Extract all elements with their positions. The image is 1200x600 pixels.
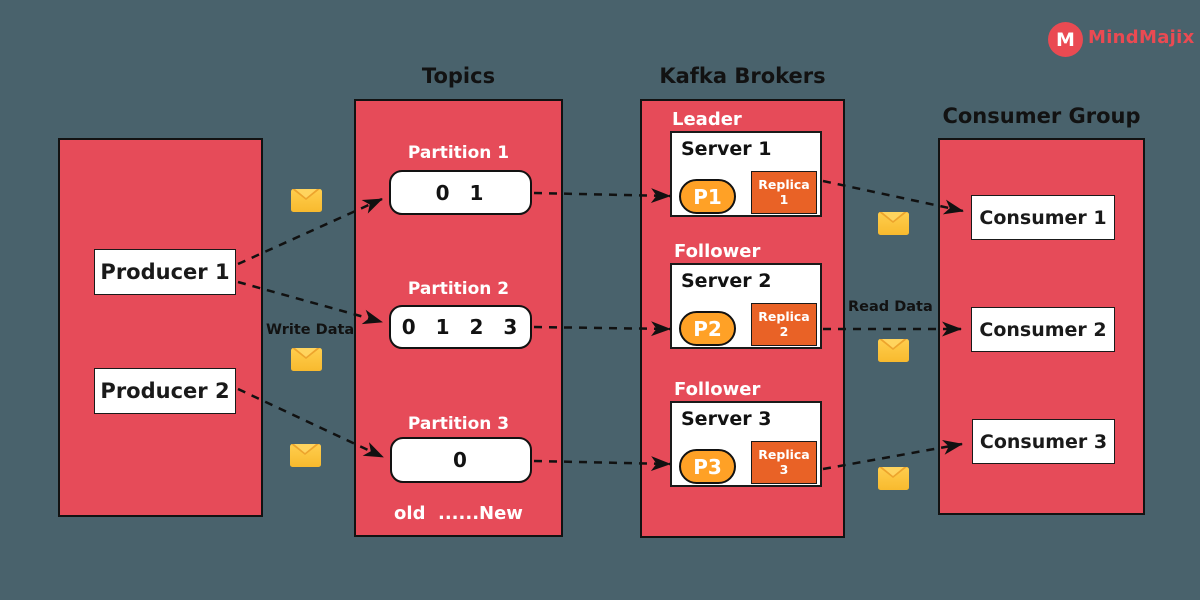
- consumer-1-node: Consumer 1: [971, 195, 1115, 240]
- server-3-partition-label: P3: [693, 454, 722, 479]
- consumer-2-label: Consumer 2: [979, 318, 1107, 341]
- brokers-title: Kafka Brokers: [659, 64, 826, 88]
- consumer-group-title: Consumer Group: [942, 104, 1141, 128]
- partition-3-label: Partition 3: [407, 414, 510, 434]
- consumer-1-label: Consumer 1: [979, 206, 1107, 229]
- partition-1-label: Partition 1: [407, 143, 510, 163]
- server-2-partition-label: P2: [693, 316, 722, 341]
- server-2-replica: Replica 2: [751, 303, 817, 346]
- producers-box: Producer 1 Producer 2: [58, 138, 263, 517]
- server-3-replica-word: Replica: [758, 447, 810, 463]
- message-envelope-icon: [878, 212, 909, 235]
- server-2-role-label: Follower: [674, 241, 761, 262]
- mindmajix-logo-icon: M: [1048, 22, 1083, 57]
- server-3-partition-pill: P3: [679, 449, 736, 484]
- producer-1-label: Producer 1: [100, 260, 230, 284]
- producer-1-node: Producer 1: [94, 249, 236, 295]
- write-data-label: Write Data: [266, 322, 355, 338]
- server-3-replica-num: 3: [779, 461, 789, 477]
- server-2-replica-num: 2: [779, 323, 789, 339]
- producer-2-node: Producer 2: [94, 368, 236, 414]
- server-1-replica-num: 1: [779, 191, 789, 207]
- consumer-2-node: Consumer 2: [971, 307, 1115, 352]
- message-envelope-icon: [291, 189, 322, 212]
- server-2-partition-pill: P2: [679, 311, 736, 346]
- producer-2-label: Producer 2: [100, 379, 230, 403]
- server-1-replica: Replica 1: [751, 171, 817, 214]
- server-3-name: Server 3: [681, 408, 772, 430]
- server-1-replica-word: Replica: [758, 177, 810, 193]
- server-1-role-label: Leader: [672, 109, 742, 130]
- brand-name: MindMajix: [1088, 27, 1195, 48]
- consumer-group-box: Consumer 1 Consumer 2 Consumer 3: [938, 138, 1145, 515]
- partition-1-offsets-text: 0 1: [435, 180, 486, 205]
- message-envelope-icon: [291, 348, 322, 371]
- topics-title: Topics: [421, 64, 496, 88]
- partition-3-offsets: 0: [390, 437, 532, 483]
- partition-2-label: Partition 2: [407, 279, 510, 299]
- server-1-partition-label: P1: [693, 184, 722, 209]
- partition-3-offsets-text: 0: [453, 448, 469, 472]
- brokers-box: Leader Server 1 P1 Replica 1 Follower Se…: [640, 99, 845, 538]
- server-2-replica-word: Replica: [758, 309, 810, 325]
- server-3-node: Server 3 P3 Replica 3: [670, 401, 822, 487]
- logo-monogram: M: [1056, 28, 1075, 51]
- server-3-role-label: Follower: [674, 379, 761, 400]
- message-envelope-icon: [878, 339, 909, 362]
- partition-2-offsets: 0 1 2 3: [389, 305, 532, 349]
- old-new-ordering-label: old ......New: [394, 503, 523, 524]
- consumer-3-label: Consumer 3: [979, 430, 1108, 453]
- server-1-node: Server 1 P1 Replica 1: [670, 131, 822, 217]
- message-envelope-icon: [878, 467, 909, 490]
- message-envelope-icon: [290, 444, 321, 467]
- partition-1-offsets: 0 1: [389, 170, 532, 215]
- read-data-label: Read Data: [848, 299, 933, 315]
- consumer-3-node: Consumer 3: [972, 419, 1115, 464]
- partition-2-offsets-text: 0 1 2 3: [401, 315, 520, 339]
- server-2-name: Server 2: [681, 270, 772, 292]
- server-1-name: Server 1: [681, 138, 772, 160]
- server-2-node: Server 2 P2 Replica 2: [670, 263, 822, 349]
- topics-box: Partition 1 0 1 Partition 2 0 1 2 3 Part…: [354, 99, 563, 537]
- server-3-replica: Replica 3: [751, 441, 817, 484]
- server-1-partition-pill: P1: [679, 179, 736, 214]
